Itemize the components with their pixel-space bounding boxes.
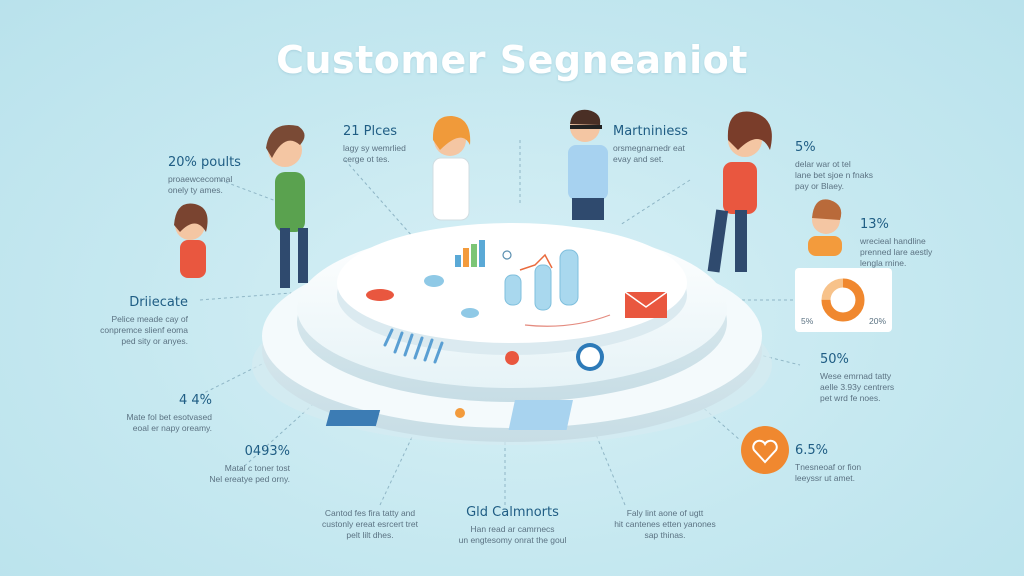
stat-desc: Nel ereatye ped orny.	[209, 474, 290, 484]
stat-value: 20% poults	[168, 155, 241, 170]
stat-desc: un engtesomy onrat the goul	[458, 535, 567, 545]
donut-arc	[821, 278, 865, 322]
stat-desc: Mate fol bet esotvased	[126, 412, 212, 422]
bar-chart-icon	[455, 240, 485, 267]
arrow-icon	[524, 314, 611, 327]
stat-value: Gld Calmnorts	[466, 505, 559, 520]
person-girl-left	[174, 203, 208, 278]
stat-desc: delar war ot tel	[795, 159, 851, 169]
stat-desc: orsmegnarnedr eat	[613, 143, 685, 153]
stat-desc: Faly lint aone of ugtt	[626, 508, 704, 518]
stat-desc: custonly ereat esrcert tret	[322, 519, 418, 529]
stat-desc: eoal er napy oreamy.	[132, 423, 212, 433]
stat-desc: conpremce slienf eoma	[100, 325, 188, 335]
magnifier-icon	[502, 250, 512, 260]
stat-gld-calmnorts: Gld Calmnorts Han read ar camrnecs un en…	[440, 505, 585, 546]
stat-20-percent: 20% poults proaewcecomnal onely ty ames.	[168, 155, 241, 196]
stat-desc: lengla rnine.	[860, 258, 907, 268]
stat-value: Driiecate	[129, 295, 188, 310]
location-pin-icon	[505, 351, 520, 365]
trend-line-icon	[519, 253, 553, 271]
stat-desc: aelle 3.93y centrers	[820, 382, 895, 392]
person-boy-right	[808, 199, 842, 256]
stat-desc: sap thinas.	[644, 530, 686, 540]
stat-desc: Han read ar camrnecs	[470, 524, 555, 534]
stat-desc: proaewcecomnal	[168, 174, 233, 184]
person-man-glasses	[568, 109, 608, 220]
stat-value: 4 4%	[178, 393, 212, 408]
stat-value: 21 Plces	[343, 124, 398, 139]
heart-badge	[741, 426, 789, 474]
stat-desc: Pelice meade cay of	[111, 314, 188, 324]
stat-desc: onely ty ames.	[168, 185, 223, 195]
stat-value: 6.5%	[795, 443, 829, 458]
platform	[252, 223, 772, 445]
stat-value: Martniniess	[613, 124, 688, 139]
cylinder-chart-icon	[504, 249, 579, 311]
donut-card	[795, 268, 892, 332]
gear-icon	[366, 289, 394, 301]
stat-desc: hit cantenes etten yanones	[614, 519, 716, 529]
stat-desc: Cantod fes fira tatty and	[324, 508, 416, 518]
stat-5-percent: 5% delar war ot tel lane bet sjoe n fnak…	[795, 140, 873, 192]
stat-21-places: 21 Plces lagy sy wemrlied cerge ot tes.	[343, 124, 406, 165]
stat-desc: pay or Blaey.	[795, 181, 844, 191]
stat-value: 0493%	[244, 444, 290, 459]
person-woman-coat	[432, 115, 471, 221]
stat-50-percent: 50% Wese emrnad tatty aelle 3.93y centre…	[820, 352, 894, 404]
stat-6-5-percent: 6.5% Tnesneoaf or fion leeyssr ut amet.	[795, 443, 861, 484]
stat-martniniess: Martniniess orsmegnarnedr eat evay and s…	[613, 124, 688, 165]
donut-value: 5%	[801, 316, 814, 326]
pie-chip-icon	[461, 308, 479, 318]
mail-flap-icon	[624, 291, 668, 308]
stat-desc: Wese emrnad tatty	[820, 371, 892, 381]
stat-desc: cerge ot tes.	[343, 154, 390, 164]
pie-chip-icon	[424, 275, 444, 287]
stat-4-4-percent: 4 4% Mate fol bet esotvased eoal er napy…	[100, 393, 212, 434]
clock-face-icon	[580, 347, 600, 367]
stat-value: 13%	[860, 217, 889, 232]
heart-icon	[752, 439, 778, 464]
donut-label-left: 5%	[801, 316, 813, 327]
stat-bottom-left: Cantod fes fira tatty and custonly ereat…	[295, 508, 445, 541]
stat-desc: pet wrd fe noes.	[820, 393, 881, 403]
card-icon	[325, 408, 465, 426]
donut-label-right: 20%	[869, 316, 886, 327]
stat-desc: wrecieal handline	[860, 236, 926, 246]
stat-desc: Matal c toner tost	[224, 463, 290, 473]
stat-desc: prenned lare aestly	[860, 247, 933, 257]
stat-0493-percent: 0493% Matal c toner tost Nel ereatye ped…	[180, 444, 290, 485]
stat-driiecate: Driiecate Pelice meade cay of conpremce …	[100, 295, 188, 347]
person-woman-orange	[707, 111, 772, 273]
stat-desc: evay and set.	[613, 154, 664, 164]
signal-bars-icon	[383, 328, 444, 364]
stat-desc: pelt lilt dhes.	[346, 530, 394, 540]
donut-value: 20%	[869, 316, 887, 326]
stat-desc: lagy sy wemrlied	[343, 143, 406, 153]
person-boy-green	[266, 124, 308, 288]
stat-value: 50%	[820, 352, 849, 367]
stat-desc: lane bet sjoe n fnaks	[795, 170, 873, 180]
stat-value: 5%	[795, 140, 816, 155]
document-icon	[508, 400, 573, 430]
stat-desc: ped sity or anyes.	[121, 336, 188, 346]
stat-desc: leeyssr ut amet.	[795, 473, 855, 483]
page-title: Customer Segneaniot	[276, 38, 748, 82]
stat-13-percent: 13% wrecieal handline prenned lare aestl…	[860, 217, 932, 269]
stat-desc: Tnesneoaf or fion	[795, 462, 862, 472]
stat-bottom-right: Faly lint aone of ugtt hit cantenes ette…	[590, 508, 740, 541]
